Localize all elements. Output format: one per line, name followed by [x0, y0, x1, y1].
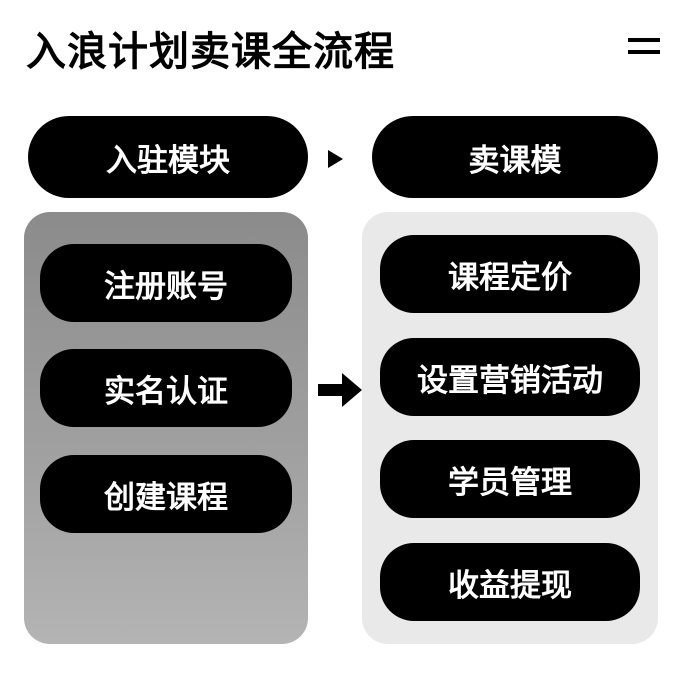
page-title: 入浪计划卖课全流程	[26, 29, 395, 75]
step-course-pricing: 课程定价	[380, 235, 640, 313]
menu-icon[interactable]	[628, 38, 660, 60]
right-module-header: 卖课模	[372, 116, 658, 198]
header-arrow-icon	[328, 150, 343, 168]
menu-icon-line-bottom	[628, 50, 660, 54]
step-marketing-activities: 设置营销活动	[380, 338, 640, 416]
left-module-header: 入驻模块	[28, 116, 308, 198]
step-earnings-withdrawal: 收益提现	[380, 543, 640, 621]
menu-icon-line-top	[628, 38, 660, 42]
step-real-name-verification: 实名认证	[40, 349, 292, 427]
step-create-course: 创建课程	[40, 455, 292, 533]
step-student-management: 学员管理	[380, 440, 640, 518]
step-register-account: 注册账号	[40, 244, 292, 322]
flow-arrow-icon	[318, 373, 362, 407]
